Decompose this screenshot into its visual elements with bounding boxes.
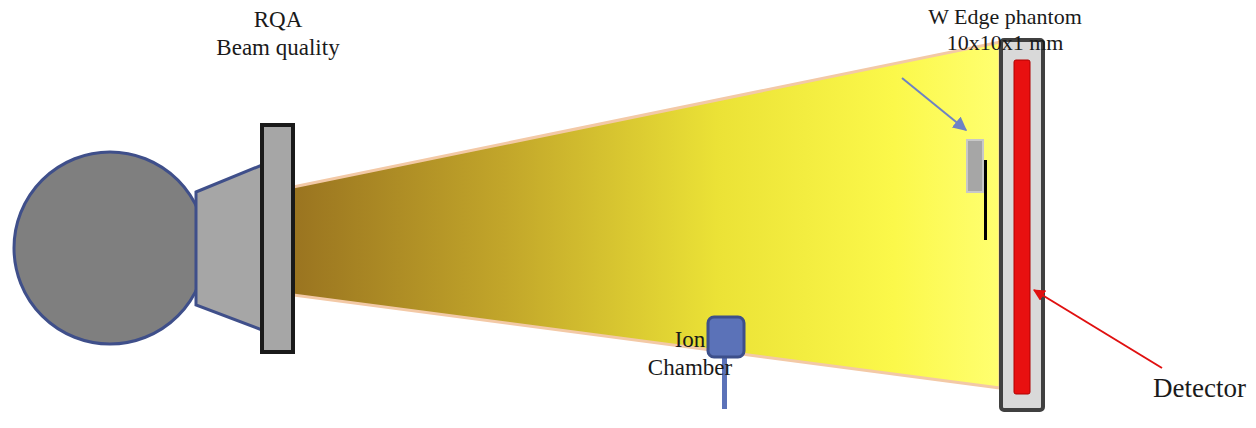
chamber-label: Ion Chamber	[644, 326, 737, 382]
wrap-spacer	[212, 6, 251, 34]
wrap-spacer	[709, 326, 737, 354]
edge-phantom	[967, 140, 983, 192]
xray-beam	[293, 42, 1000, 388]
ion-chamber	[708, 317, 744, 357]
detector-label: Detector	[1149, 372, 1250, 404]
xray-tube	[14, 152, 206, 344]
leader-line	[1034, 290, 1162, 368]
edge-plate	[984, 160, 987, 240]
filter-label: RQA Beam quality	[212, 6, 344, 62]
phantom-label: W Edge phantom 10x10x1 mm	[924, 4, 1086, 56]
filter-plate	[262, 125, 293, 352]
detector-housing	[1001, 40, 1043, 410]
wrap-spacer	[644, 326, 672, 354]
detector-layer	[1014, 60, 1030, 394]
tube-port	[196, 165, 262, 330]
leader-line	[902, 78, 966, 130]
wrap-spacer	[306, 6, 345, 34]
